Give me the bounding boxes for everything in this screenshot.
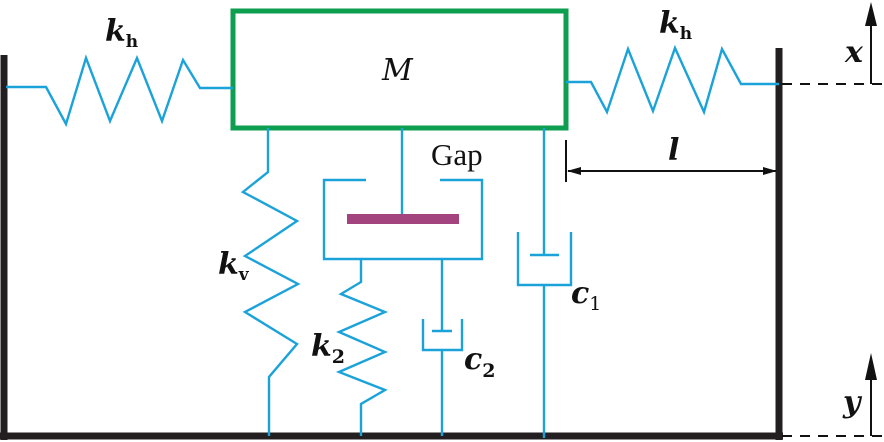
right-horizontal-spring bbox=[566, 44, 779, 116]
springs bbox=[6, 44, 779, 438]
k2-label: k2 bbox=[311, 329, 345, 368]
c2-label: c2 bbox=[464, 342, 496, 382]
l-label: l bbox=[668, 133, 679, 168]
kh-left-label: kh bbox=[105, 14, 138, 52]
y-label: y bbox=[842, 385, 863, 420]
gap-cup-left bbox=[322, 178, 484, 261]
y-arrow-head bbox=[865, 353, 877, 380]
mass-block bbox=[230, 8, 569, 131]
c1-label: c1 bbox=[571, 276, 601, 315]
gap-label: Gap bbox=[431, 137, 483, 172]
gap-plate bbox=[347, 214, 459, 224]
ground-frame bbox=[0, 48, 783, 440]
kh-right-label: kh bbox=[659, 6, 692, 44]
x-label: x bbox=[844, 35, 864, 70]
left-horizontal-spring bbox=[6, 54, 233, 128]
spring-k2 bbox=[335, 259, 389, 436]
mass-label: M bbox=[381, 53, 414, 88]
x-arrow-head bbox=[865, 2, 877, 26]
kv-label: kv bbox=[218, 247, 250, 285]
vertical-spring-kv bbox=[240, 128, 301, 436]
